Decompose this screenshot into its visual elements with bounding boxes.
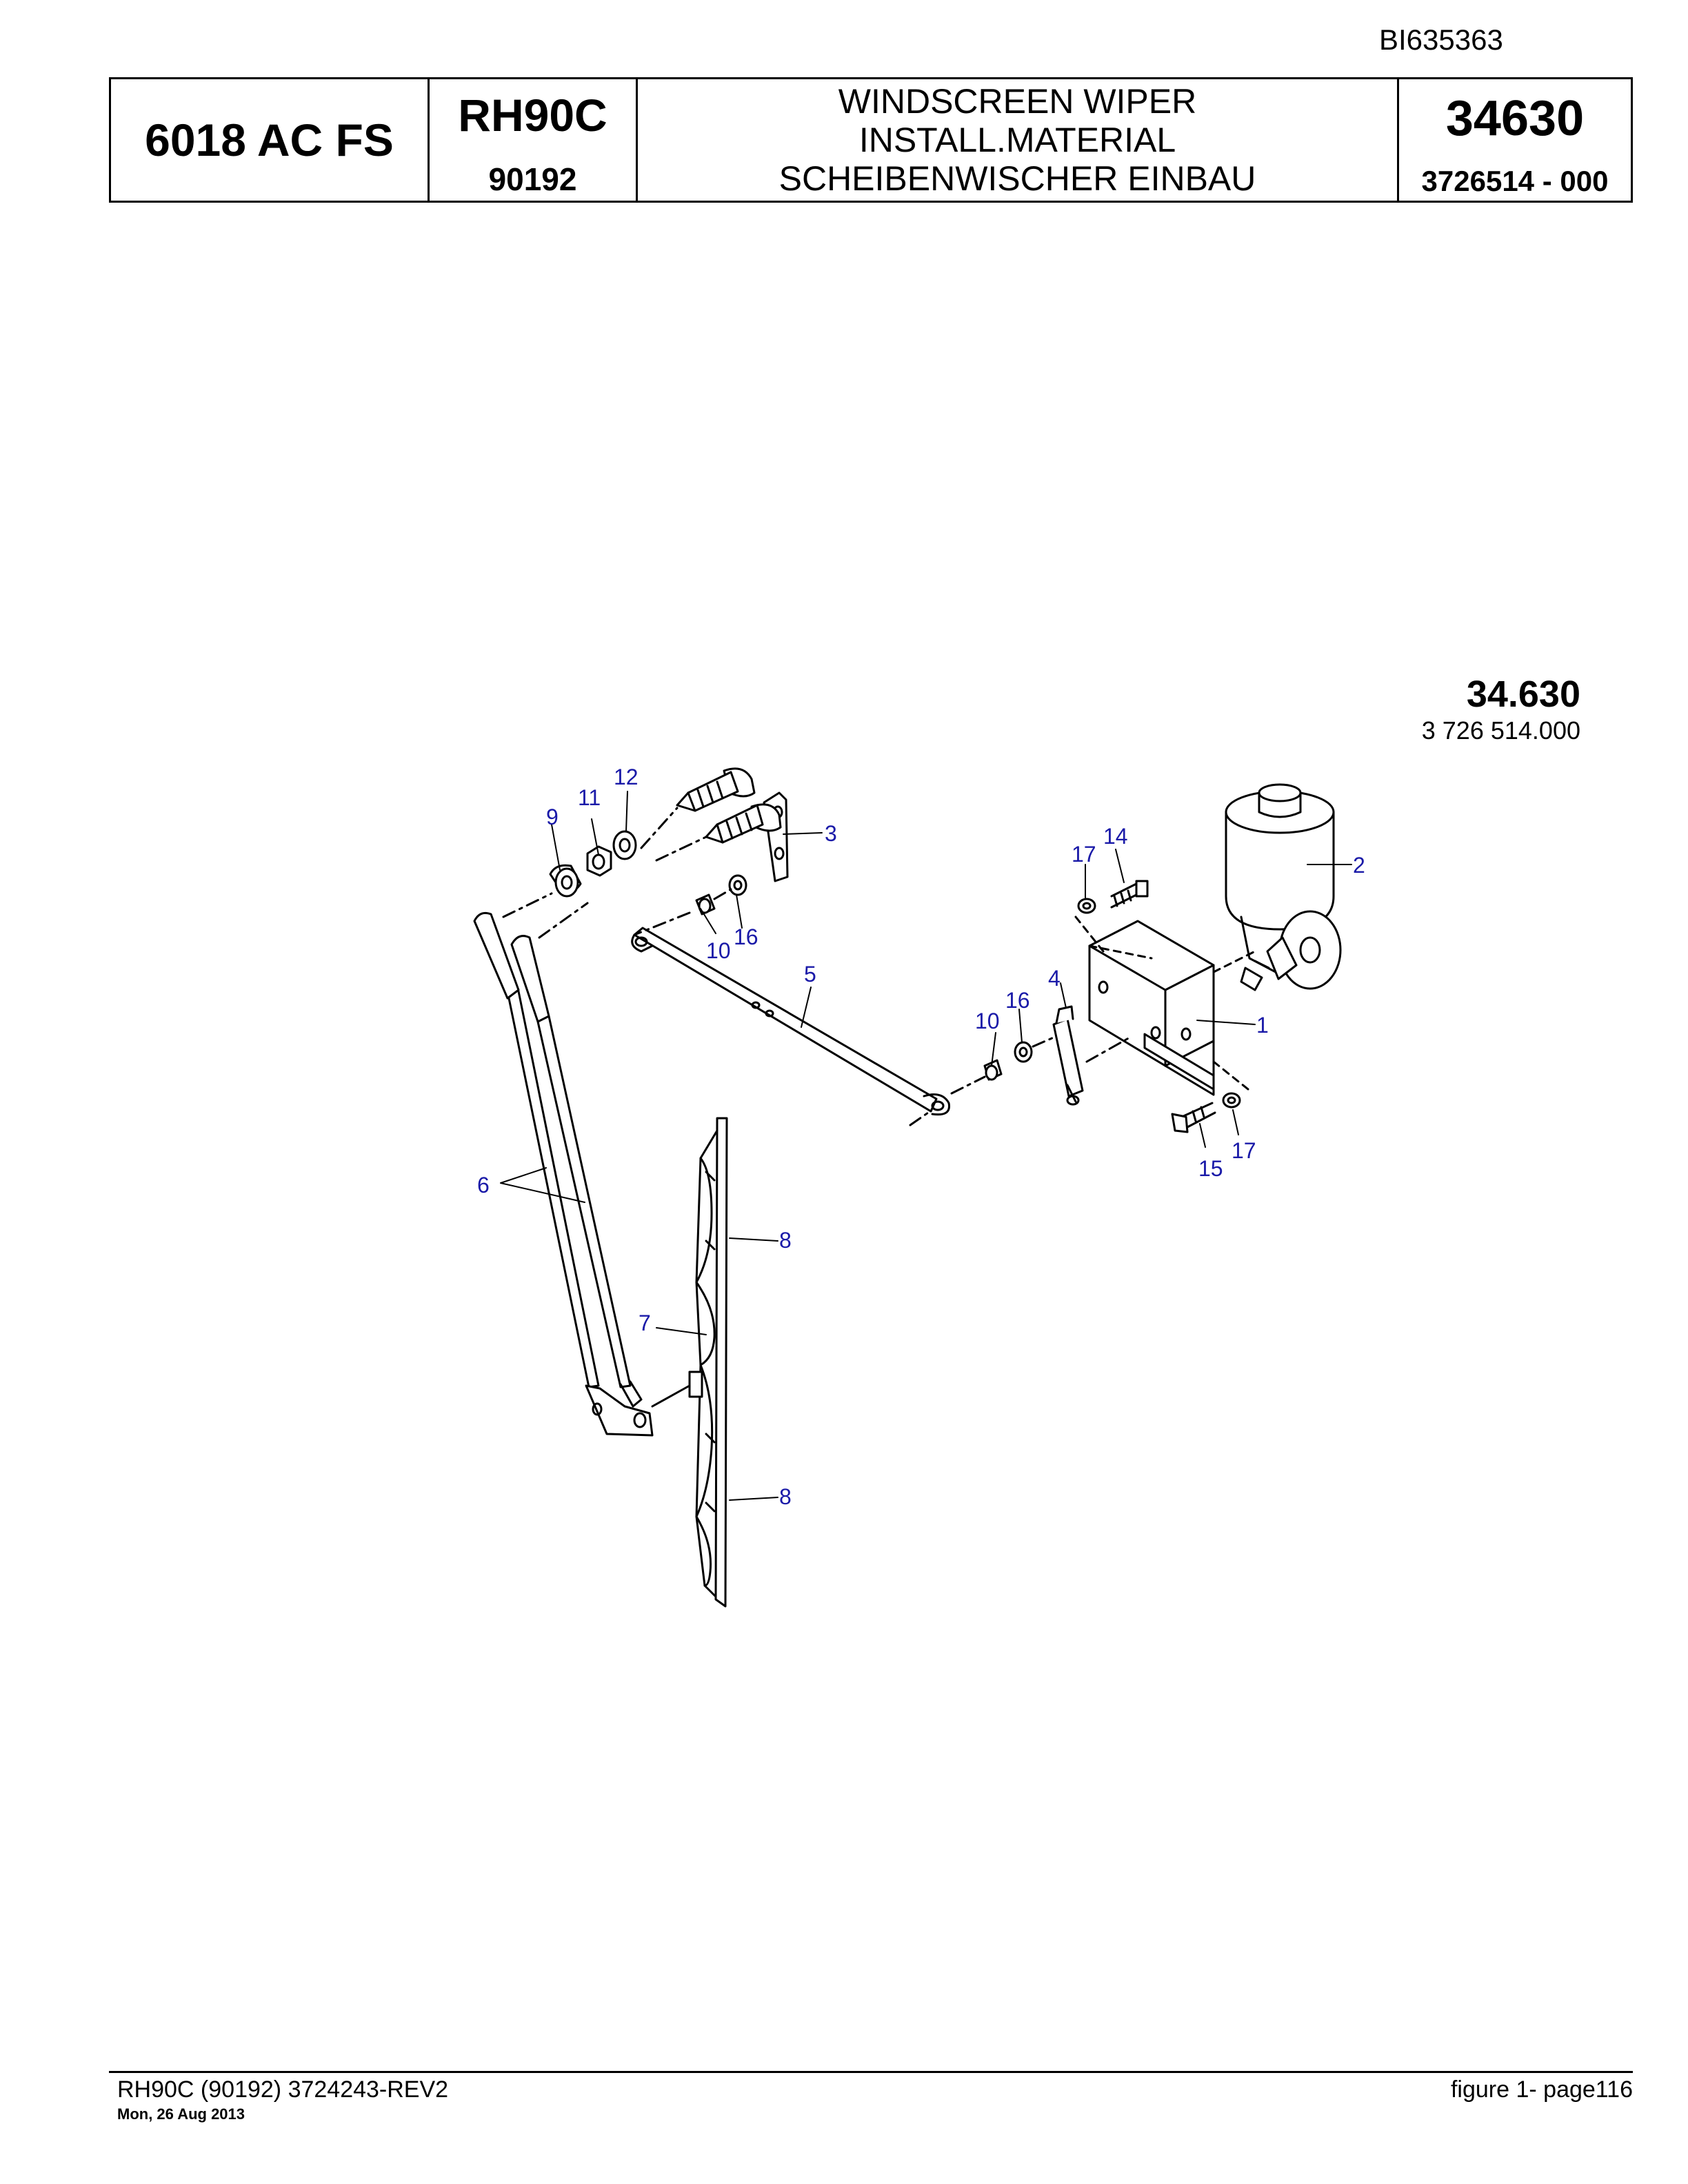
- callout-11: 11: [578, 785, 601, 810]
- footer-document-ref: RH90C (90192) 3724243-REV2: [117, 2076, 449, 2103]
- callout-3: 3: [825, 821, 837, 846]
- title-block: 6018 AC FS RH90C 90192 WINDSCREEN WIPER …: [109, 77, 1633, 203]
- group-cell: 34630 3726514 - 000: [1399, 79, 1631, 201]
- spindle-bracket: [640, 767, 789, 882]
- callout-1: 1: [1256, 1013, 1269, 1038]
- drawing-number: 3 726 514.000: [1421, 716, 1580, 745]
- callout-4: 4: [1048, 966, 1061, 991]
- callout-16-right: 16: [1005, 988, 1030, 1013]
- callout-9: 9: [546, 805, 559, 829]
- title-cell: WINDSCREEN WIPER INSTALL.MATERIAL SCHEIB…: [638, 79, 1399, 201]
- leader-lines: [500, 791, 1352, 1501]
- title-line-2: INSTALL.MATERIAL: [858, 121, 1176, 159]
- callout-14: 14: [1103, 824, 1128, 849]
- model-code: 90192: [488, 161, 577, 197]
- machine-cell: 6018 AC FS: [111, 79, 430, 201]
- callout-12: 12: [614, 765, 639, 789]
- footer-date: Mon, 26 Aug 2013: [117, 2105, 245, 2123]
- callout-2: 2: [1353, 853, 1365, 878]
- document-id: BI635363: [1379, 23, 1503, 56]
- callout-8-upper: 8: [779, 1228, 792, 1253]
- callout-17-upper: 17: [1072, 842, 1096, 867]
- screw-lower: [1171, 1060, 1249, 1133]
- crank-arm: [1052, 1005, 1084, 1106]
- model-name: RH90C: [458, 90, 607, 141]
- model-cell: RH90C 90192: [430, 79, 638, 201]
- callout-15: 15: [1198, 1156, 1223, 1181]
- callout-8-lower: 8: [779, 1484, 792, 1509]
- footer-divider: [109, 2071, 1633, 2073]
- callout-10-upper: 10: [706, 938, 731, 963]
- wiper-blade: [651, 1117, 728, 1608]
- figure-id: 34.630 3 726 514.000: [1422, 673, 1580, 746]
- mounting-bracket: [1088, 920, 1256, 1096]
- callout-10-right: 10: [975, 1009, 1000, 1033]
- callout-5: 5: [804, 962, 816, 987]
- machine-name: 6018 AC FS: [145, 114, 394, 165]
- callout-7: 7: [639, 1311, 651, 1335]
- bushing-upper: [695, 874, 747, 916]
- wiper-arms: [473, 911, 654, 1437]
- part-number: 3726514 - 000: [1421, 165, 1609, 197]
- wiper-motor: [1225, 783, 1342, 991]
- figure-group: 34.630: [1466, 674, 1580, 715]
- callout-16-upper: 16: [734, 924, 758, 949]
- connecting-rod: [631, 911, 950, 1126]
- group-number: 34630: [1445, 91, 1585, 146]
- callout-6: 6: [477, 1173, 490, 1197]
- screw-upper: [1074, 880, 1149, 953]
- title-line-3: SCHEIBENWISCHER EINBAU: [778, 159, 1256, 198]
- callout-17-lower: 17: [1232, 1138, 1256, 1163]
- footer-page: figure 1- page116: [1450, 2076, 1633, 2103]
- bushing-right: [950, 1035, 1132, 1095]
- title-line-1: WINDSCREEN WIPER: [838, 82, 1197, 121]
- spindle-hardware: [502, 830, 637, 939]
